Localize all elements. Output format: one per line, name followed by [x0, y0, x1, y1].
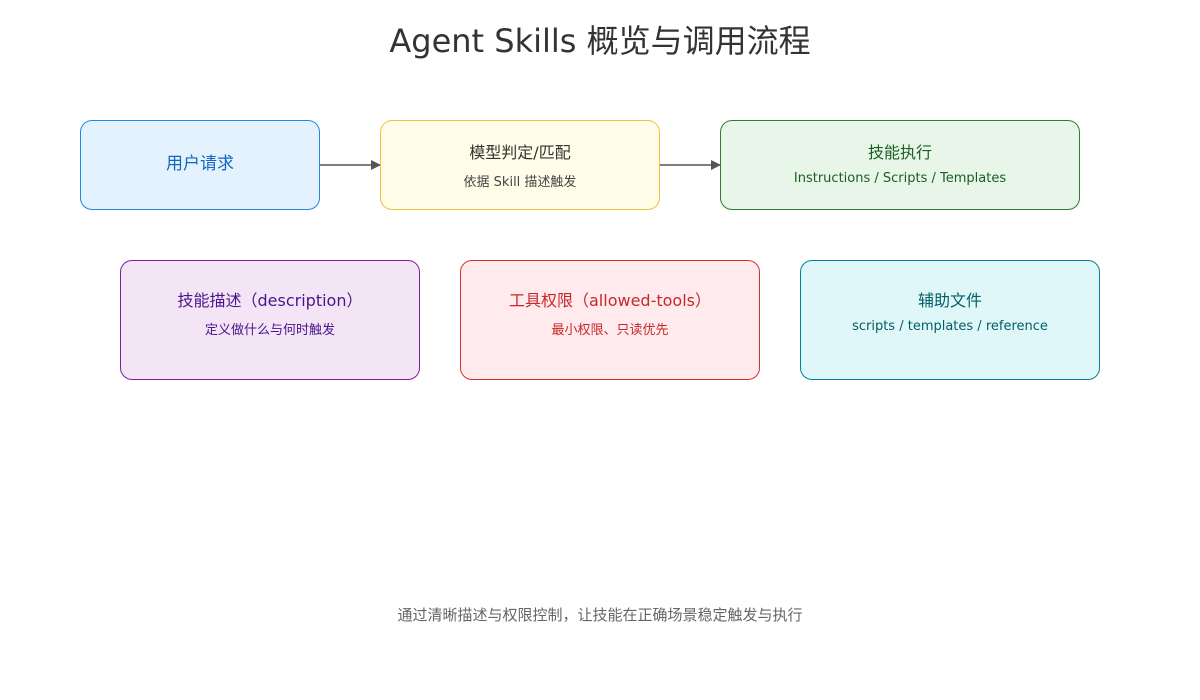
user-request-label: 用户请求 [166, 154, 234, 174]
skill-description-label: 技能描述（description） [177, 291, 363, 310]
user-request-node: 用户请求 [80, 120, 320, 210]
skill-execution-node: 技能执行 Instructions / Scripts / Templates [720, 120, 1080, 210]
auxiliary-files-card: 辅助文件 scripts / templates / reference [800, 260, 1100, 380]
footer-caption: 通过清晰描述与权限控制，让技能在正确场景稳定触发与执行 [397, 606, 803, 624]
tool-permissions-card: 工具权限（allowed-tools） 最小权限、只读优先 [460, 260, 760, 380]
model-match-node: 模型判定/匹配 依据 Skill 描述触发 [380, 120, 660, 210]
model-match-sublabel: 依据 Skill 描述触发 [463, 175, 577, 190]
auxiliary-files-label: 辅助文件 [917, 291, 982, 310]
tool-permissions-sublabel: 最小权限、只读优先 [551, 323, 669, 338]
model-match-label: 模型判定/匹配 [469, 143, 571, 162]
skill-execution-sublabel: Instructions / Scripts / Templates [793, 171, 1007, 186]
tool-permissions-label: 工具权限（allowed-tools） [509, 291, 711, 310]
skill-execution-label: 技能执行 [867, 143, 932, 162]
skill-description-card: 技能描述（description） 定义做什么与何时触发 [120, 260, 420, 380]
auxiliary-files-sublabel: scripts / templates / reference [852, 319, 1048, 334]
page-title: Agent Skills 概览与调用流程 [389, 22, 811, 60]
skill-description-sublabel: 定义做什么与何时触发 [204, 323, 335, 338]
